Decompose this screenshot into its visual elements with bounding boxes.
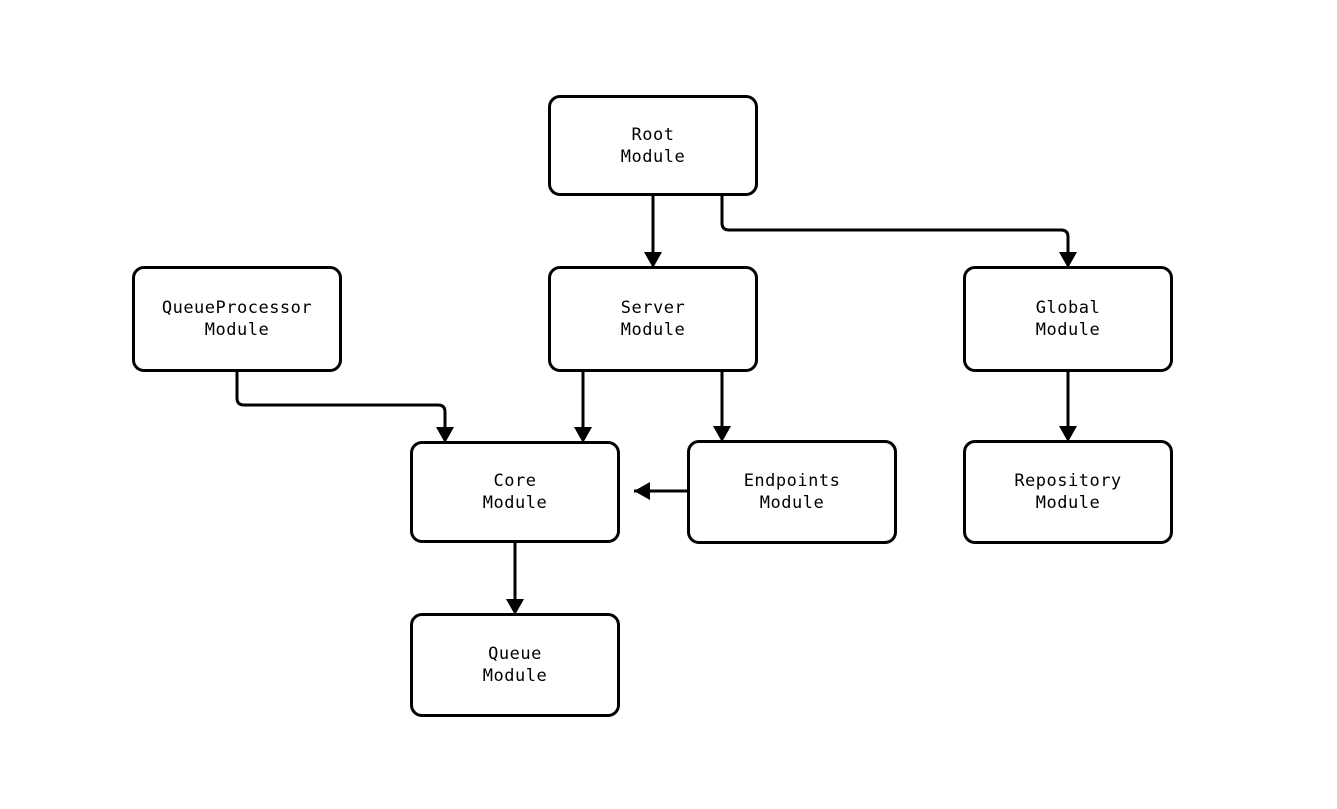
node-queueprocessor-module[interactable]: QueueProcessor Module (132, 266, 342, 372)
arrowhead-core-to-queue (506, 599, 524, 615)
node-queue-module-label: Queue Module (482, 644, 548, 686)
edges-group (235, 196, 1077, 615)
arrowhead-queueprocessor-to-core (436, 427, 454, 443)
node-endpoints-module-label: Endpoints Module (743, 471, 841, 513)
node-global-module-label: Global Module (1035, 298, 1101, 340)
arrowhead-server-to-core (574, 427, 592, 443)
arrowhead-root-to-global (1059, 252, 1077, 268)
node-server-module-label: Server Module (620, 298, 686, 340)
node-repository-module-label: Repository Module (1014, 471, 1122, 513)
arrowhead-global-to-repository (1059, 426, 1077, 442)
node-root-module-label: Root Module (620, 124, 686, 167)
arrowhead-endpoints-to-core (634, 482, 650, 500)
node-global-module[interactable]: Global Module (963, 266, 1173, 372)
node-core-module-label: Core Module (482, 471, 548, 513)
edge-queueprocessor-to-core (235, 372, 447, 427)
edge-root-to-global (720, 196, 1070, 252)
node-endpoints-module[interactable]: Endpoints Module (687, 440, 897, 544)
node-core-module[interactable]: Core Module (410, 441, 620, 543)
node-repository-module[interactable]: Repository Module (963, 440, 1173, 544)
node-root-module[interactable]: Root Module (548, 95, 758, 196)
node-queue-module[interactable]: Queue Module (410, 613, 620, 717)
arrowhead-root-to-server (644, 252, 662, 268)
node-server-module[interactable]: Server Module (548, 266, 758, 372)
arrowhead-server-to-endpoints (713, 426, 731, 442)
node-queueprocessor-module-label: QueueProcessor Module (161, 298, 313, 340)
